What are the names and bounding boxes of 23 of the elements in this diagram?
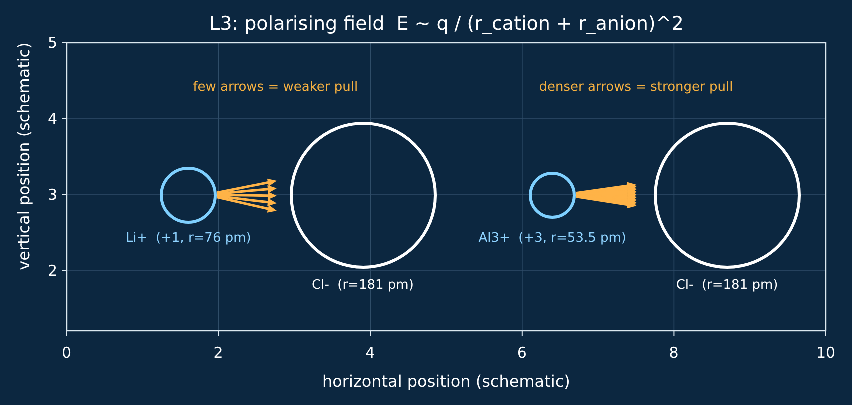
- ion-label: Al3+ (+3, r=53.5 pm): [478, 231, 626, 246]
- tick-label: 0: [62, 344, 72, 362]
- tick-label: 2: [214, 344, 224, 362]
- tick-label: 8: [669, 344, 679, 362]
- tick-label: 6: [517, 344, 527, 362]
- chart-title: L3: polarising field E ~ q / (r_cation + r_anion)^2: [210, 12, 684, 35]
- tick-label: 10: [816, 344, 836, 362]
- tick-label: 4: [48, 110, 58, 128]
- ion-label: Cl- (r=181 pm): [312, 278, 414, 294]
- tick-label: 2: [48, 262, 58, 280]
- axis-title: horizontal position (schematic): [322, 372, 570, 392]
- ion-label: Li+ (+1, r=76 pm): [126, 231, 252, 246]
- ion-circle: [654, 122, 801, 268]
- ion-circle: [160, 166, 217, 224]
- ion-label: Cl- (r=181 pm): [676, 278, 778, 294]
- annotation: few arrows = weaker pull: [193, 80, 358, 96]
- annotation: denser arrows = stronger pull: [539, 80, 734, 96]
- tick-label: 5: [48, 34, 58, 52]
- tick-label: 3: [48, 186, 58, 204]
- ion-circle: [290, 122, 436, 268]
- ion-circle: [529, 172, 576, 218]
- tick-label: 4: [366, 344, 376, 362]
- axis-title: vertical position (schematic): [14, 43, 34, 271]
